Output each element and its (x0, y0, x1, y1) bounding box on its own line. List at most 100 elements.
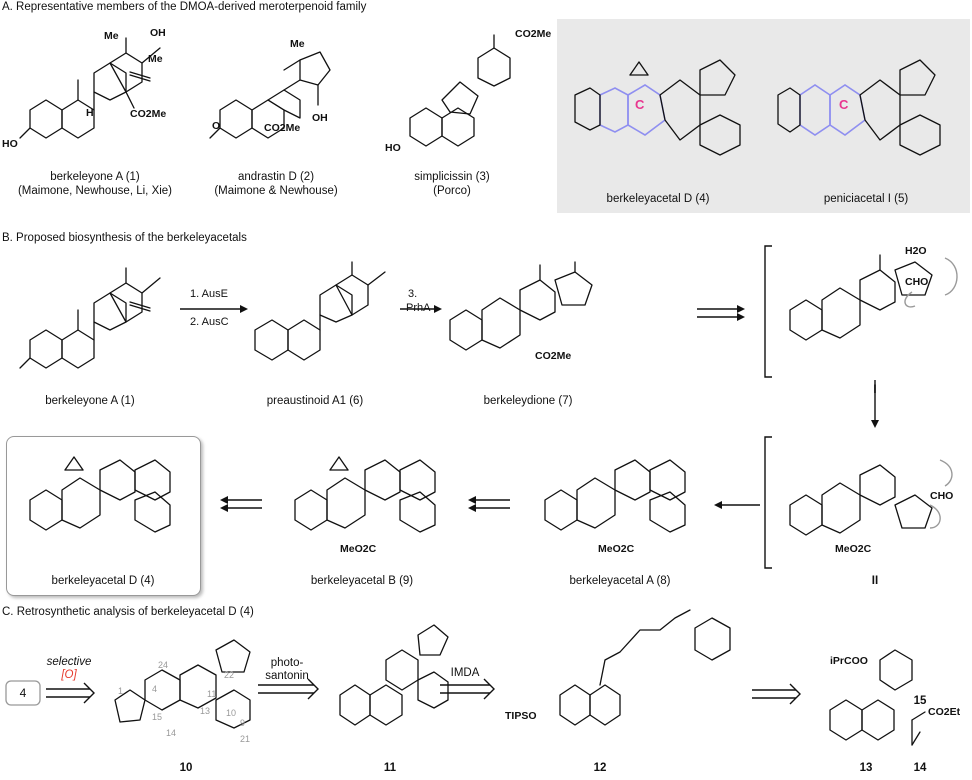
name-berkeleyacetal-d-a: berkeleyacetal D (4) (606, 193, 710, 205)
bracket-i-left (764, 245, 772, 378)
atom-h: H (86, 107, 94, 119)
structure-15 (879, 649, 913, 691)
svg-text:21: 21 (240, 734, 250, 744)
label-intermediate-ii: II (871, 575, 879, 587)
name-berkeleyacetal-a: berkeleyacetal A (8) (569, 575, 671, 587)
oxidant-label: [O] (61, 669, 77, 681)
structure-b-berkeleyone-a (19, 267, 161, 369)
section-c-title: C. Retrosynthetic analysis of berkeleyac… (2, 606, 254, 618)
retro-arrow-4 (752, 683, 801, 705)
structure-14 (911, 711, 926, 746)
ring-c-label-4: C (635, 97, 645, 112)
credit-simplicissin: (Porco) (433, 185, 471, 197)
atom-o: O (212, 120, 221, 132)
label-14: 14 (913, 762, 927, 774)
santonin-label: santonin (265, 670, 309, 682)
svg-text:1: 1 (118, 686, 123, 696)
label-13: 13 (859, 762, 873, 774)
arrow-1-to-6-head (240, 305, 248, 313)
atom-co2me-7: CO2Me (535, 350, 572, 362)
curved-arrow-2 (904, 291, 916, 308)
credit-andrastin-d: (Maimone & Newhouse) (214, 185, 338, 197)
curved-arrow-4 (929, 504, 941, 529)
atom-cho-ii: CHO (930, 490, 954, 502)
svg-text:11: 11 (207, 689, 216, 699)
atom-cho: CHO (905, 276, 929, 288)
photo-label: photo- (270, 657, 304, 669)
name-simplicissin: simplicissin (3) (414, 171, 490, 183)
imda-label: IMDA (450, 667, 480, 679)
atom-co2me: CO2Me (264, 122, 301, 134)
svg-text:14: 14 (166, 728, 176, 738)
svg-text:22: 22 (224, 670, 234, 680)
atom-ho: HO (2, 138, 18, 150)
name-peniciacetal-i: peniciacetal I (5) (823, 193, 909, 205)
atom-tipso: TIPSO (505, 710, 537, 722)
name-preaustinoid-a1: preaustinoid A1 (6) (266, 395, 364, 407)
section-b-title: B. Proposed biosynthesis of the berkeley… (2, 232, 247, 244)
highlight-panel (557, 19, 970, 213)
name-andrastin-d: andrastin D (2) (237, 171, 315, 183)
atom-h2o: H2O (905, 245, 927, 257)
retro-arrow-2 (258, 678, 319, 700)
structure-12 (559, 609, 731, 726)
structure-simplicissin (409, 34, 511, 147)
retro-arrow-1 (46, 682, 95, 704)
structure-13 (829, 699, 895, 741)
box-compound-4: 4 (19, 686, 27, 700)
atom-me: Me (104, 30, 119, 42)
structure-berkeleyacetal-b (294, 456, 436, 533)
section-a-title: A. Representative members of the DMOA-de… (2, 1, 367, 13)
curved-arrow-3 (939, 459, 953, 487)
structure-berkeleyacetal-d-a (574, 59, 741, 156)
atom-me: Me (148, 53, 163, 65)
name-b-berkeleyone-a: berkeleyone A (1) (45, 395, 135, 407)
svg-text:13: 13 (200, 706, 210, 716)
atom-co2me: CO2Me (515, 28, 552, 40)
step-2-ausc: 2. AusC (190, 316, 229, 328)
name-berkeleyone-a: berkeleyone A (1) (50, 171, 140, 183)
svg-text:15: 15 (152, 712, 162, 722)
step-1-ause: 1. AusE (190, 288, 228, 300)
curved-arrow-1 (944, 257, 958, 296)
atom-meo2c-8: MeO2C (598, 543, 635, 555)
svg-text:10: 10 (226, 708, 236, 718)
label-10: 10 (179, 762, 193, 774)
credit-berkeleyone-a: (Maimone, Newhouse, Li, Xie) (17, 185, 173, 197)
structure-berkeleyacetal-a (544, 459, 686, 533)
bracket-ii-left (764, 436, 772, 569)
atom-co2et: CO2Et (928, 706, 961, 718)
atom-oh: OH (150, 27, 166, 39)
label-12: 12 (593, 762, 607, 774)
structure-intermediate-ii (789, 464, 933, 536)
structure-berkeleydione (449, 261, 593, 351)
selective-label: selective (46, 656, 92, 668)
structure-11 (339, 624, 449, 726)
step-3: 3. (408, 288, 418, 300)
atom-meo2c-ii: MeO2C (835, 543, 872, 555)
atom-me: Me (290, 38, 305, 50)
atom-ho: HO (385, 142, 401, 154)
structure-preaustinoid-a1 (254, 261, 386, 361)
structure-peniciacetal-i (777, 59, 941, 156)
svg-text:24: 24 (158, 660, 168, 670)
label-11: 11 (383, 762, 397, 774)
atom-meo2c-9: MeO2C (340, 543, 377, 555)
name-berkeleydione: berkeleydione (7) (483, 395, 573, 407)
structure-b-berkeleyacetal-d (29, 456, 171, 533)
structure-berkeleyone-a (19, 37, 161, 139)
svg-text:4: 4 (152, 684, 157, 694)
target-box (6, 436, 201, 596)
ring-c-label-5: C (839, 97, 849, 112)
atom-iprcoo: iPrCOO (830, 655, 868, 667)
structure-andrastin-d (209, 51, 331, 139)
svg-text:9: 9 (240, 718, 245, 728)
step-3-prha: PrhA (406, 302, 431, 314)
atom-oh: OH (312, 112, 328, 124)
name-berkeleyacetal-b: berkeleyacetal B (9) (310, 575, 414, 587)
compound-4-box (5, 680, 41, 706)
name-b-berkeleyacetal-d: berkeleyacetal D (4) (51, 575, 155, 587)
label-15: 15 (913, 695, 927, 707)
atom-co2me: CO2Me (130, 108, 167, 120)
